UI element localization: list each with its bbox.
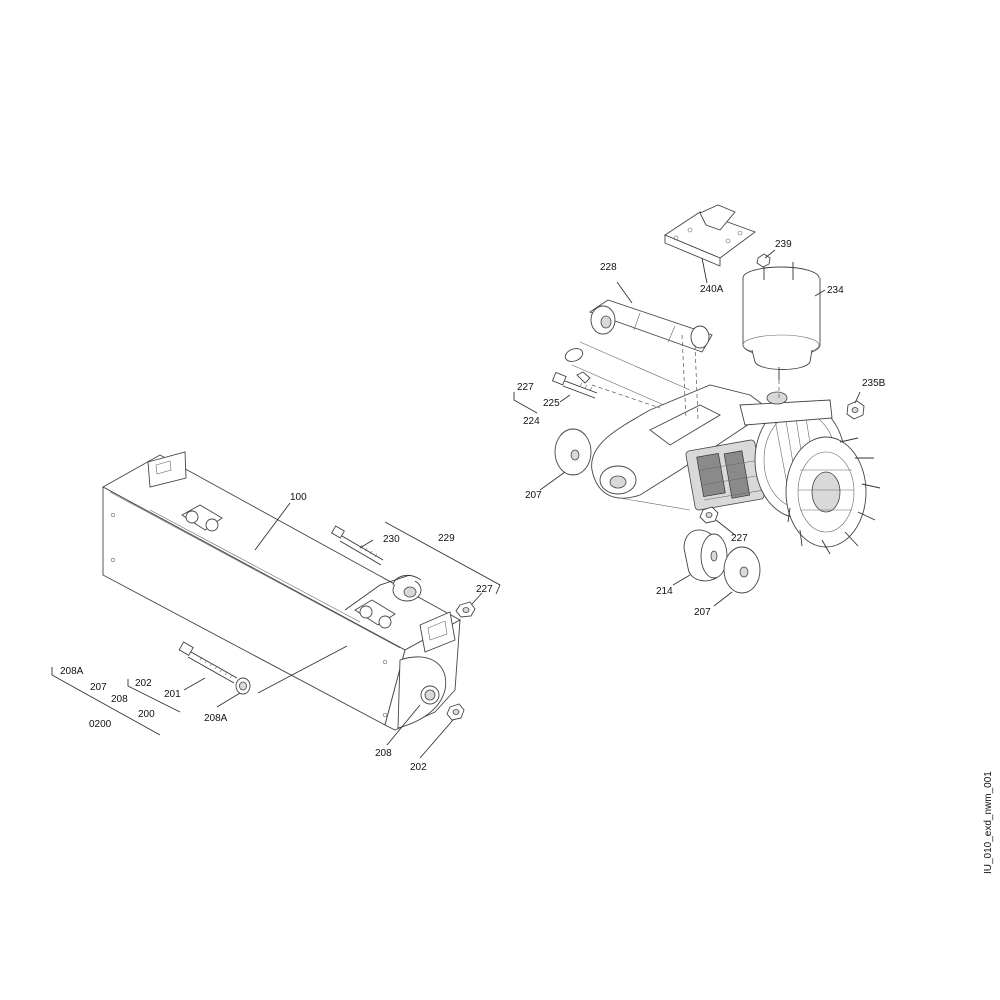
callout-240A: 240A	[700, 284, 724, 295]
bushing-214-part	[683, 529, 728, 582]
nut-235B-part	[846, 400, 865, 420]
wheel-hub-part	[785, 436, 881, 555]
alignment-dashed-lines	[591, 334, 780, 421]
bushing-229-part	[392, 574, 422, 602]
callout-225: 225	[543, 398, 560, 409]
callout-201: 201	[164, 689, 181, 700]
callout-200: 200	[138, 709, 155, 720]
brake-assembly-part	[685, 439, 765, 511]
drawing-id-label: IU_010_exd_nwm_001	[983, 771, 994, 874]
callout-208A-list: 208A	[60, 666, 84, 677]
callout-239: 239	[775, 239, 792, 250]
callout-labels: 100 230 229 227 208A 207 208 0200 202 20…	[60, 239, 886, 773]
callout-208-bushing: 208	[375, 748, 392, 759]
nut-227-right-part	[699, 506, 719, 524]
frame-hanger-part	[102, 451, 461, 731]
callout-227-right: 227	[731, 533, 748, 544]
callout-229: 229	[438, 533, 455, 544]
callout-227-upper: 227	[517, 382, 534, 393]
callout-100: 100	[290, 492, 307, 503]
nut-202-part	[446, 703, 465, 721]
callout-227-left: 227	[476, 584, 493, 595]
bolt-201-part	[178, 641, 238, 684]
nut-227-left-part	[455, 601, 476, 618]
callout-202-list: 202	[135, 678, 152, 689]
callout-208A-washer: 208A	[204, 713, 228, 724]
callout-214: 214	[656, 586, 673, 597]
axle-spindle-part	[739, 391, 833, 426]
bolt-230-part	[331, 525, 384, 566]
callout-228: 228	[600, 262, 617, 273]
top-plate-240A-part	[664, 204, 756, 267]
washer-208A-part	[235, 677, 251, 695]
clamp-ring-part	[564, 341, 691, 413]
callout-230: 230	[383, 534, 400, 545]
drawing-id-text: IU_010_exd_nwm_001	[983, 771, 994, 874]
bolt-225-part	[551, 371, 598, 399]
washer-207-lower-part	[723, 546, 761, 594]
callout-235B: 235B	[862, 378, 886, 389]
right-leader-lines	[513, 249, 861, 607]
callout-208-list: 208	[111, 694, 128, 705]
washer-207-upper-part	[554, 428, 592, 476]
callout-224: 224	[523, 416, 540, 427]
callout-0200: 0200	[89, 719, 112, 730]
callout-202-nut: 202	[410, 762, 427, 773]
left-leader-lines	[51, 502, 501, 759]
callout-207-lower: 207	[694, 607, 711, 618]
callout-207-list: 207	[90, 682, 107, 693]
shock-absorber-228-part	[589, 299, 713, 353]
air-spring-234-part	[742, 253, 821, 380]
trailing-arm-part	[591, 384, 771, 511]
callout-234: 234	[827, 285, 844, 296]
wheel-studs	[787, 437, 881, 555]
callout-207-upper: 207	[525, 490, 542, 501]
